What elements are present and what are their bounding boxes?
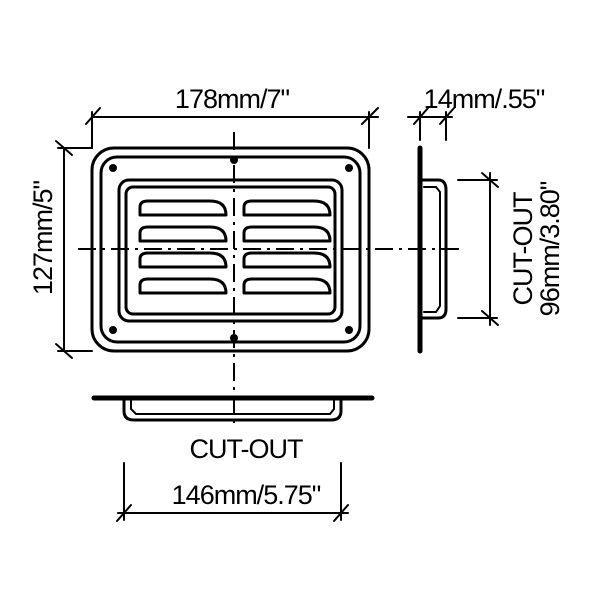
- louver: [138, 199, 228, 217]
- tick-depth-right: [439, 107, 455, 125]
- bottom-cutout-dimension: CUT-OUT 146mm/5.75": [116, 434, 349, 522]
- bottom-cutout-value: 146mm/5.75": [172, 480, 321, 510]
- louver: [138, 277, 228, 295]
- louver: [138, 225, 228, 243]
- width-label: 178mm/7": [175, 84, 290, 114]
- side-recess: [418, 178, 448, 320]
- screw-hole-top-center: [230, 156, 238, 164]
- screw-hole-top-right: [345, 164, 353, 172]
- bottom-cutout-label: CUT-OUT: [190, 434, 303, 464]
- bottom-recess: [122, 396, 343, 422]
- width-dimension: 178mm/7": [85, 84, 379, 149]
- louver: [242, 225, 332, 243]
- recess-outer: [117, 178, 344, 323]
- tick-side-top: [481, 172, 499, 188]
- side-cutout-value: 96mm/3.80": [535, 181, 565, 316]
- louvers-right: [242, 199, 332, 295]
- louver: [242, 251, 332, 269]
- recess-inner: [124, 185, 337, 316]
- tick-side-bottom: [481, 310, 499, 326]
- louvers-left: [138, 199, 228, 295]
- tick-bottom-right: [333, 504, 349, 522]
- bottom-recess-inner: [130, 399, 335, 415]
- tick-bottom-left: [116, 504, 132, 522]
- screw-hole-top-left: [109, 164, 117, 172]
- louver: [242, 277, 332, 295]
- height-label: 127mm/5": [28, 181, 58, 296]
- side-view: 14mm/.55" CUT-OUT 96mm/3.80": [407, 84, 565, 354]
- louver: [138, 251, 228, 269]
- bottom-view: [91, 395, 375, 422]
- side-cutout-label: CUT-OUT: [508, 192, 538, 305]
- screw-hole-bottom-left: [109, 326, 117, 334]
- tick-left: [85, 107, 101, 125]
- tick-top: [55, 140, 73, 156]
- tick-bottom: [55, 343, 73, 359]
- louver: [242, 199, 332, 217]
- side-recess-inner: [423, 186, 441, 313]
- front-view: [78, 132, 460, 425]
- tick-right: [361, 107, 379, 125]
- screw-hole-bottom-right: [345, 326, 353, 334]
- depth-label: 14mm/.55": [424, 84, 545, 114]
- height-dimension: 127mm/5": [28, 140, 93, 359]
- tick-depth-left: [413, 107, 429, 125]
